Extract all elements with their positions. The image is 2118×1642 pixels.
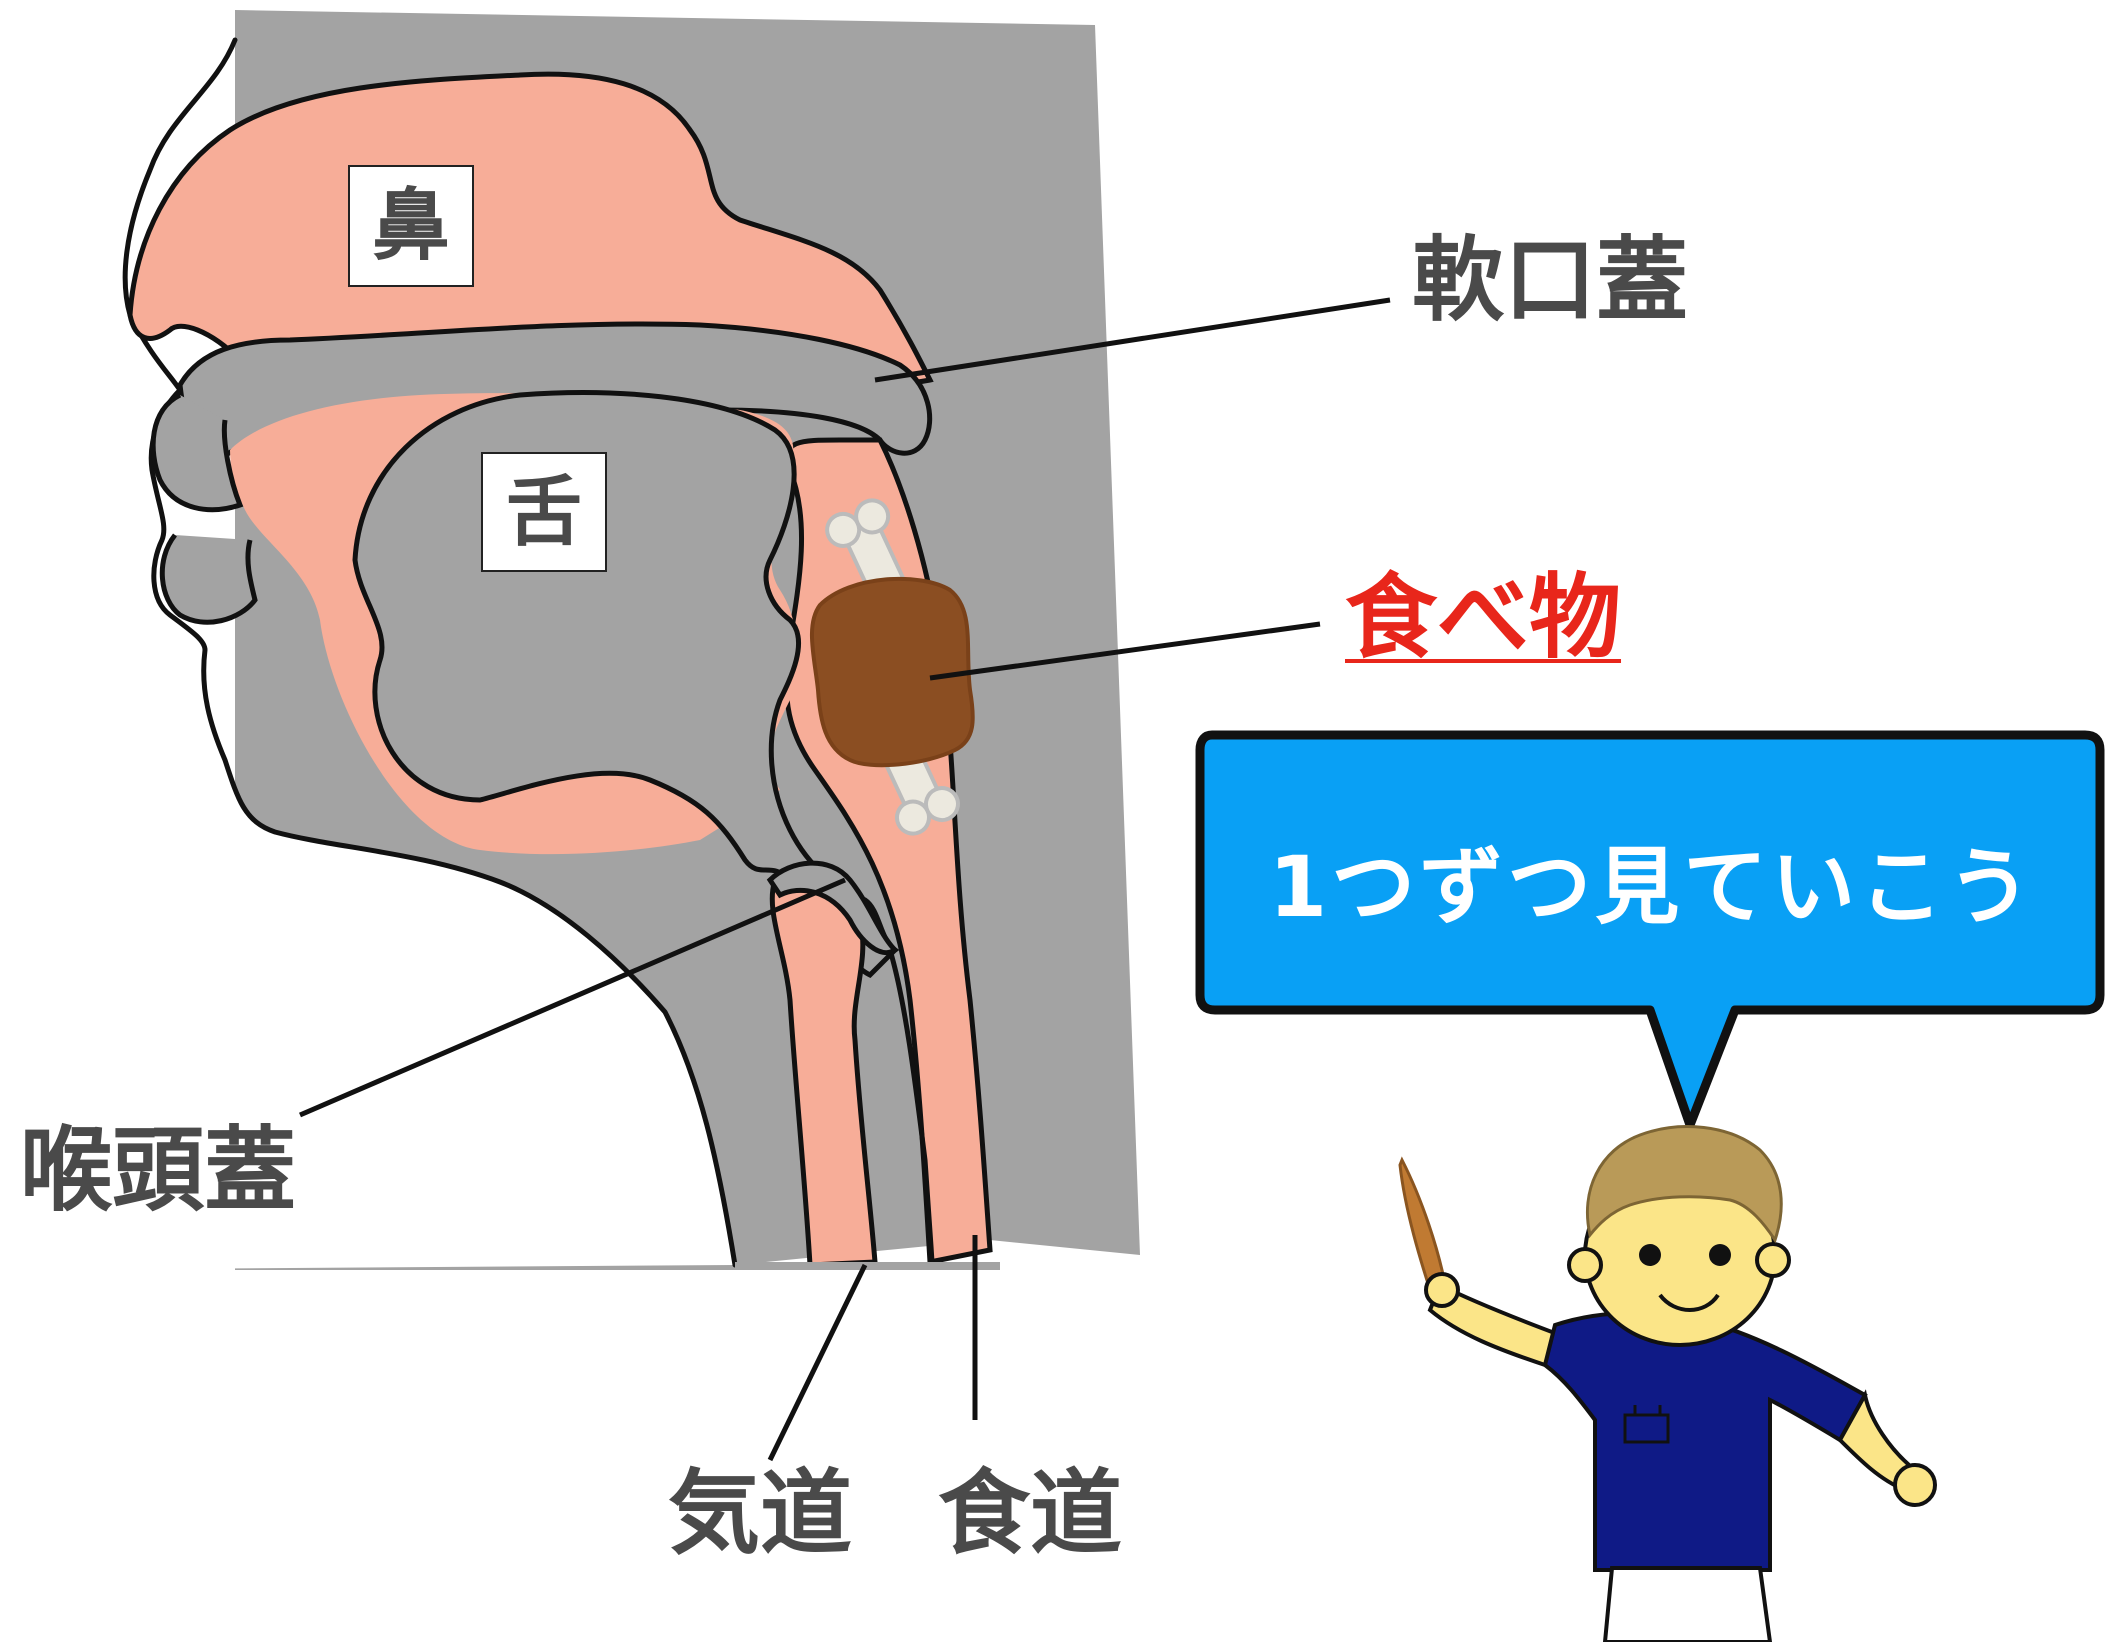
label-trachea: 気道 — [668, 1460, 853, 1567]
upper-lip — [150, 392, 244, 513]
label-esophagus: 食道 — [938, 1460, 1123, 1567]
leader-soft-palate — [874, 297, 1391, 383]
face-profile-outline — [122, 37, 738, 1268]
bone-top — [825, 498, 907, 597]
left-eye — [1639, 1244, 1661, 1266]
label-epiglottis: 喉頭蓋 — [20, 1117, 297, 1224]
speech-bubble-text: 1つずつ見ていこう — [1268, 837, 2036, 936]
right-eye — [1709, 1244, 1731, 1266]
leader-trachea — [767, 1263, 868, 1462]
epiglottis-flap — [766, 860, 899, 956]
label-soft-palate: 軟口蓋 — [1412, 227, 1689, 334]
left-ear — [1567, 1247, 1603, 1283]
right-ear — [1755, 1242, 1791, 1278]
shirt-pocket — [1623, 1405, 1670, 1444]
label-nose: 鼻 — [348, 165, 474, 287]
pants — [1602, 1566, 1773, 1642]
label-food: 食べ物 — [1345, 564, 1622, 671]
hair — [1585, 1125, 1783, 1244]
food-illustration — [809, 498, 975, 836]
meat — [809, 576, 975, 768]
teacher-character — [1398, 1125, 1937, 1642]
lower-hand — [1893, 1463, 1937, 1507]
neck-bottom-edge — [735, 1262, 1000, 1270]
speech-bubble-shape — [1195, 730, 2105, 1130]
leader-epiglottis — [299, 877, 846, 1118]
smile — [1658, 1293, 1720, 1312]
speech-bubble — [1195, 730, 2105, 1130]
label-tongue: 舌 — [481, 452, 607, 572]
leader-food — [929, 621, 1321, 681]
raised-hand — [1424, 1272, 1460, 1308]
esophagus-wall — [887, 949, 935, 1263]
lower-lip — [159, 533, 258, 625]
shirt — [1542, 1311, 1868, 1572]
face-outline-mask — [0, 0, 735, 1270]
